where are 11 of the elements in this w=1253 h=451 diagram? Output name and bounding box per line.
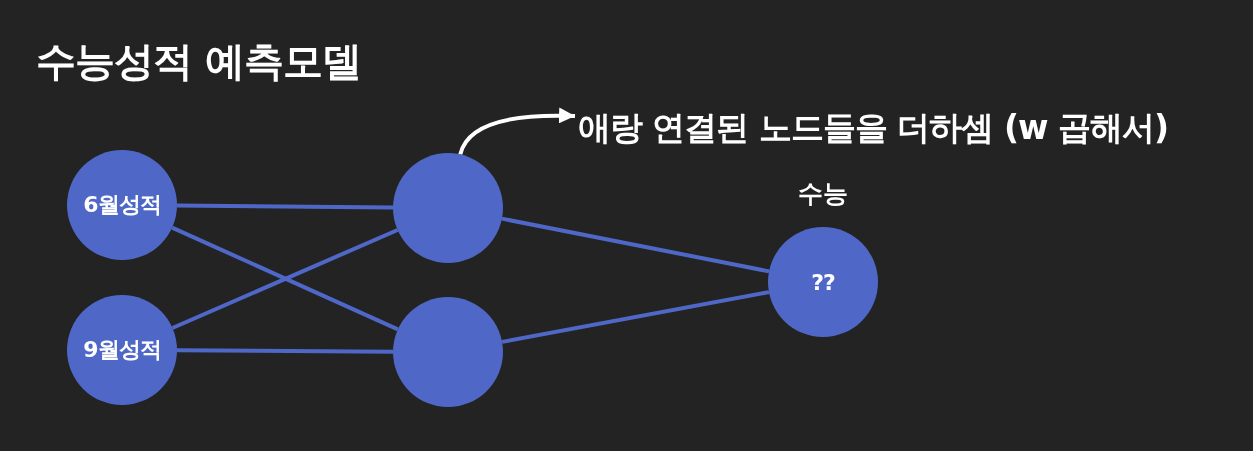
connection-line xyxy=(501,290,770,344)
neuron-circle: ?? xyxy=(768,227,878,337)
annotation-text: 애랑 연결된 노드들을 더하셈 (w 곱해서) xyxy=(578,104,1218,152)
connection-line xyxy=(177,348,393,354)
connection-line xyxy=(177,203,393,210)
arrow xyxy=(458,107,576,156)
title: 수능성적 예측모델 xyxy=(36,37,361,86)
neuron-circle: 6월성적 xyxy=(67,150,177,260)
neuron-circle: 9월성적 xyxy=(67,295,177,405)
connection-line xyxy=(501,216,770,274)
node-caption: 수능 xyxy=(797,178,849,210)
